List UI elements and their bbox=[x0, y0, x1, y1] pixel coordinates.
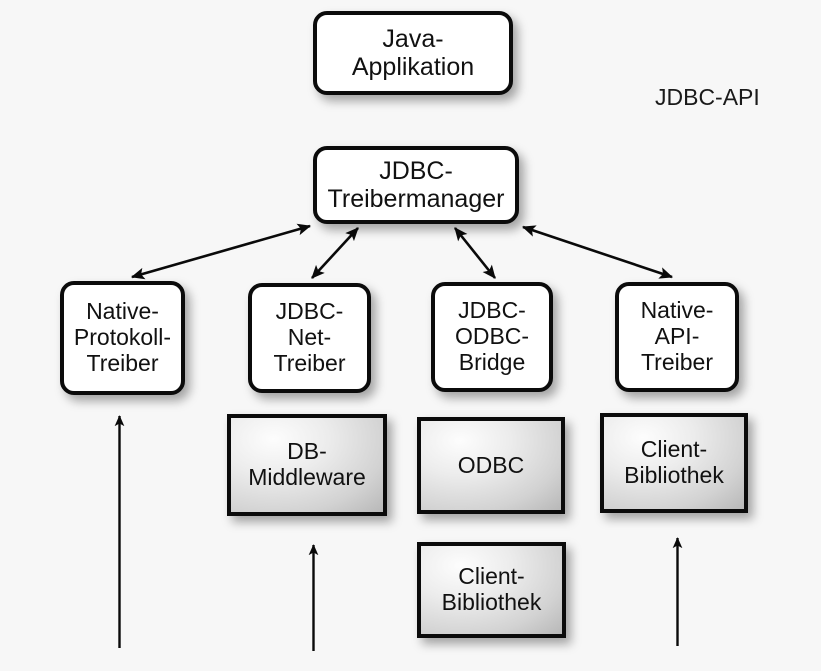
node-jdbc-treibermanager-label: JDBC- Treibermanager bbox=[327, 157, 505, 213]
node-jdbc-net-treiber-label: JDBC- Net- Treiber bbox=[273, 298, 346, 376]
node-native-api-treiber[interactable]: Native- API- Treiber bbox=[615, 282, 739, 392]
node-java-applikation[interactable]: Java- Applikation bbox=[313, 11, 513, 95]
node-native-api-treiber-label: Native- API- Treiber bbox=[640, 297, 714, 375]
node-native-protokoll-treiber-label: Native- Protokoll- Treiber bbox=[73, 298, 172, 376]
node-jdbc-odbc-bridge-label: JDBC- ODBC- Bridge bbox=[454, 297, 530, 375]
node-odbc-label: ODBC bbox=[457, 451, 525, 478]
node-java-applikation-label: Java- Applikation bbox=[351, 25, 475, 81]
node-db-middleware[interactable]: DB- Middleware bbox=[227, 414, 387, 516]
edge-manager-native-protokoll bbox=[130, 223, 312, 280]
node-odbc[interactable]: ODBC bbox=[417, 417, 565, 514]
jdbc-api-label: JDBC-API bbox=[655, 84, 760, 110]
node-client-bibliothek-right[interactable]: Client- Bibliothek bbox=[600, 413, 748, 513]
edge-manager-jdbc-odbc bbox=[453, 227, 497, 279]
node-jdbc-odbc-bridge[interactable]: JDBC- ODBC- Bridge bbox=[431, 282, 553, 392]
node-client-bibliothek-right-label: Client- Bibliothek bbox=[624, 436, 724, 488]
edge-manager-jdbc-net bbox=[311, 227, 359, 279]
node-jdbc-treibermanager[interactable]: JDBC- Treibermanager bbox=[313, 146, 519, 224]
node-native-protokoll-treiber[interactable]: Native- Protokoll- Treiber bbox=[60, 281, 185, 395]
node-client-bibliothek-bottom-label: Client- Bibliothek bbox=[441, 563, 542, 615]
node-client-bibliothek-bottom[interactable]: Client- Bibliothek bbox=[417, 542, 566, 638]
edge-manager-native-api bbox=[521, 225, 674, 279]
node-jdbc-net-treiber[interactable]: JDBC- Net- Treiber bbox=[248, 283, 371, 393]
node-db-middleware-label: DB- Middleware bbox=[248, 438, 366, 490]
